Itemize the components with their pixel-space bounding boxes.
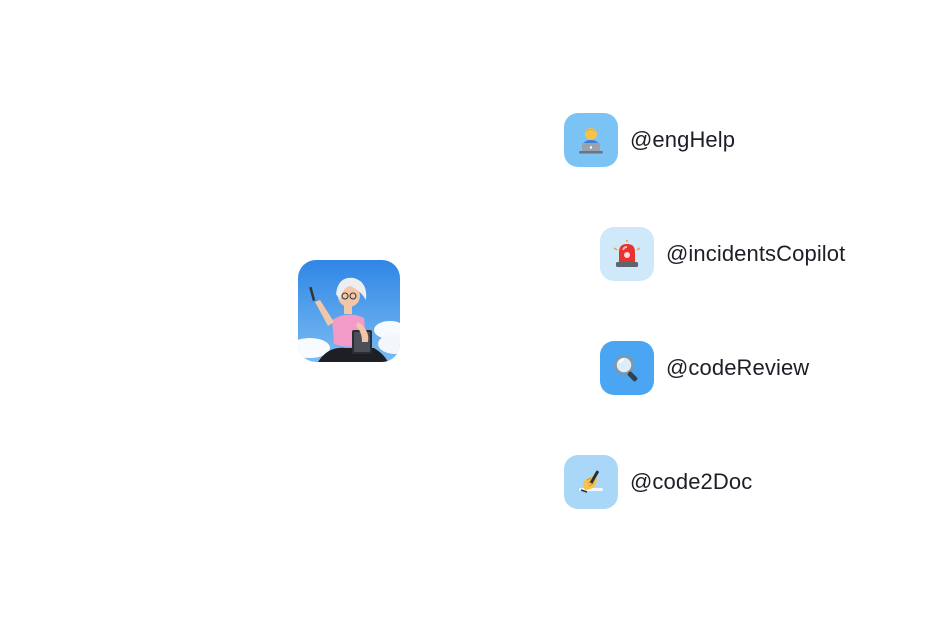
agent-handle: @incidentsCopilot [666, 241, 846, 266]
agent-item-codereview[interactable]: @codeReview [600, 341, 809, 395]
agent-handle: @engHelp [630, 127, 736, 152]
siren-icon [600, 227, 654, 281]
agent-item-incidentscopilot[interactable]: @incidentsCopilot [600, 227, 845, 281]
agent-item-enghelp[interactable]: @engHelp [564, 113, 735, 167]
writing-hand-icon [564, 455, 618, 509]
agent-handle: @code2Doc [630, 469, 753, 494]
user-avatar[interactable] [298, 260, 400, 362]
technologist-icon [564, 113, 618, 167]
agent-item-code2doc[interactable]: @code2Doc [564, 455, 752, 509]
magnifier-icon [600, 341, 654, 395]
agent-handle: @codeReview [666, 355, 810, 380]
